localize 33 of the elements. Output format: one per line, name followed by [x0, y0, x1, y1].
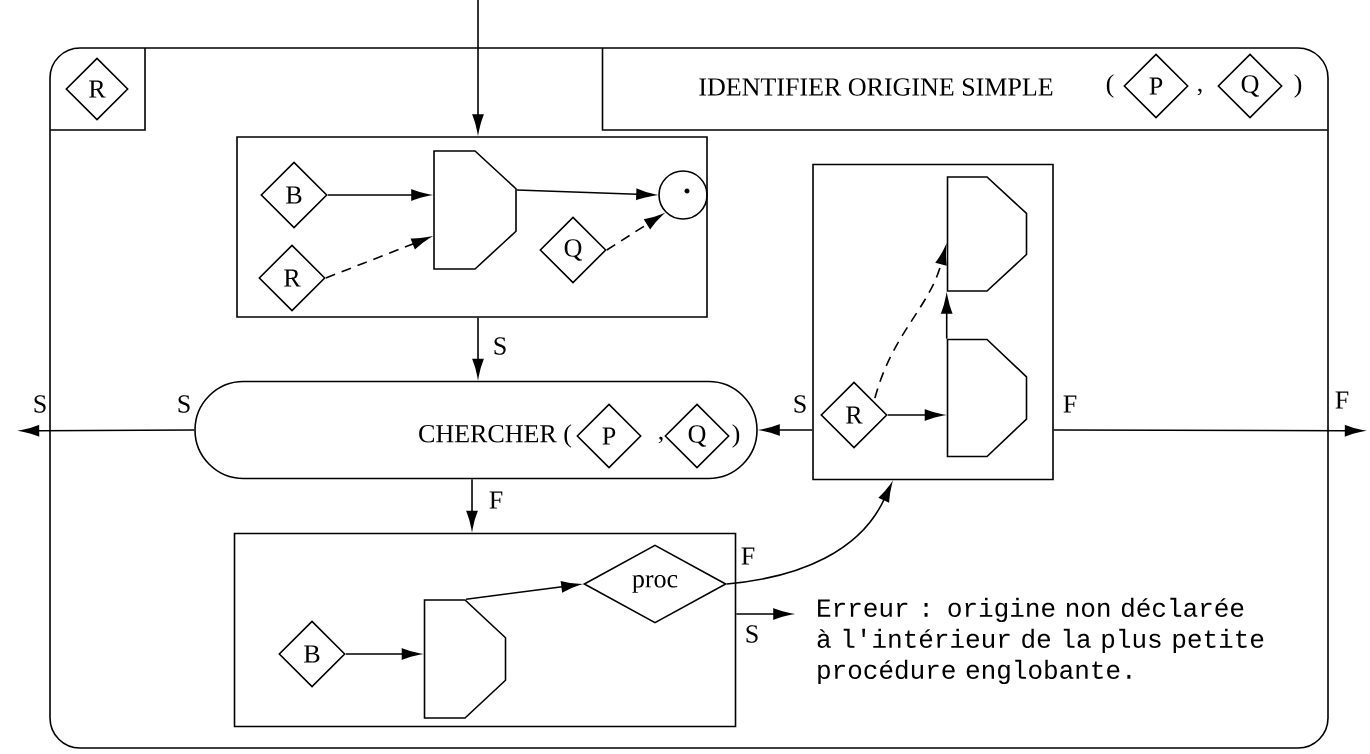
edge-label: F: [738, 545, 758, 567]
arrow: [516, 188, 655, 200]
arrow: [1053, 425, 1364, 437]
process-box: [812, 163, 1054, 481]
edge-label: S: [490, 335, 510, 357]
gate-symbol: [423, 599, 507, 719]
arrow: [472, 317, 484, 378]
edge-label: F: [486, 489, 506, 511]
gate-symbol: [946, 338, 1028, 458]
exit-label: F: [1335, 391, 1349, 409]
arrow: [726, 483, 892, 585]
process-box: [233, 532, 737, 728]
edge-label: F: [1060, 393, 1080, 415]
arrow: [465, 581, 580, 600]
process-box: [236, 136, 708, 318]
arrow: [472, 0, 484, 133]
arrow: [761, 424, 813, 436]
edge-label: S: [742, 623, 762, 645]
arrow: [327, 189, 430, 201]
arrow: [20, 425, 195, 437]
edge-label: S: [174, 393, 194, 415]
error-note: Erreur : origine non déclarée à l'intérieur de la plus petite procédure englobante.: [817, 597, 1264, 685]
edge-label: S: [790, 393, 810, 415]
procedure-frame: [49, 47, 1329, 749]
arrow: [735, 608, 792, 620]
exit-label: S: [34, 395, 46, 413]
arrow: [887, 409, 944, 421]
arrow: [345, 648, 421, 660]
gate-symbol: [433, 150, 517, 270]
gate-symbol: [946, 176, 1028, 292]
dashed-arrow: [325, 236, 430, 279]
circle-symbol: [658, 170, 708, 220]
dashed-arrow: [606, 214, 663, 251]
